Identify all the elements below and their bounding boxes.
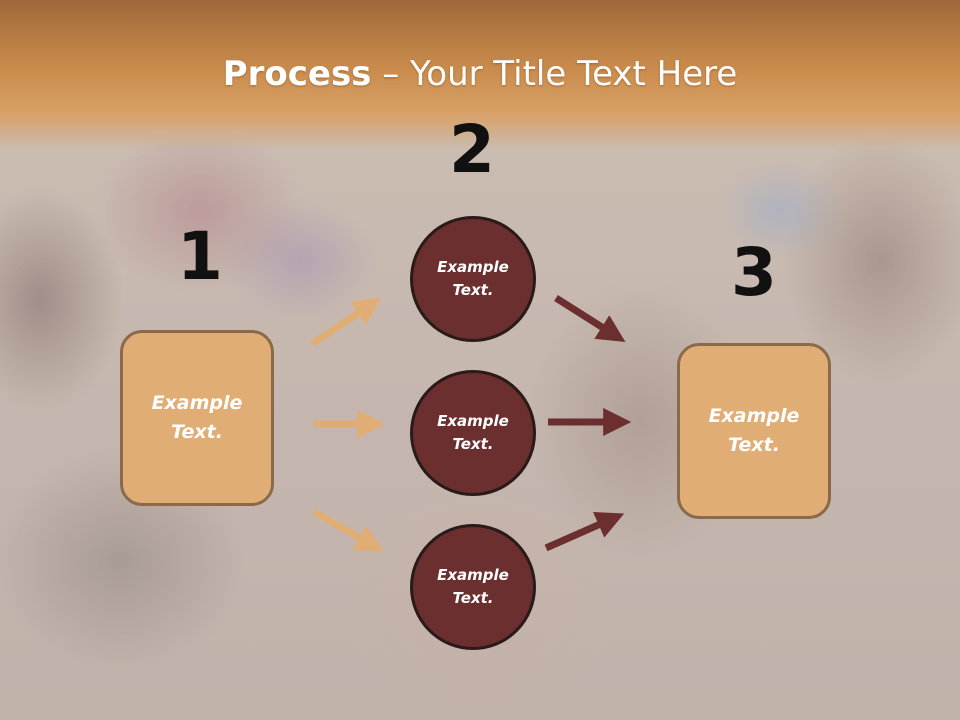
step-number-2: 2 [449,111,495,188]
process-circle-middle: Example Text. [410,370,536,496]
process-circle-top-text: Example Text. [437,258,509,299]
title-bold: Process [222,54,372,94]
input-box: Example Text. [120,330,274,506]
output-box: Example Text. [677,343,831,519]
slide-title: Process – Your Title Text Here [0,52,960,96]
title-rest: – Your Title Text Here [371,54,738,94]
process-circle-bottom-text: Example Text. [437,566,509,607]
process-circle-middle-text: Example Text. [437,412,509,453]
input-box-text: Example Text. [151,392,243,443]
header-band [0,0,960,150]
process-circle-top: Example Text. [410,216,536,342]
arrow-left-to-bottom [312,508,384,552]
process-circle-bottom: Example Text. [410,524,536,650]
arrow-top-to-right [554,295,626,342]
step-number-1: 1 [177,218,223,295]
arrow-left-to-top [310,297,382,347]
output-box-text: Example Text. [708,405,800,456]
arrow-bottom-to-right [544,511,625,552]
step-number-3: 3 [731,234,777,311]
